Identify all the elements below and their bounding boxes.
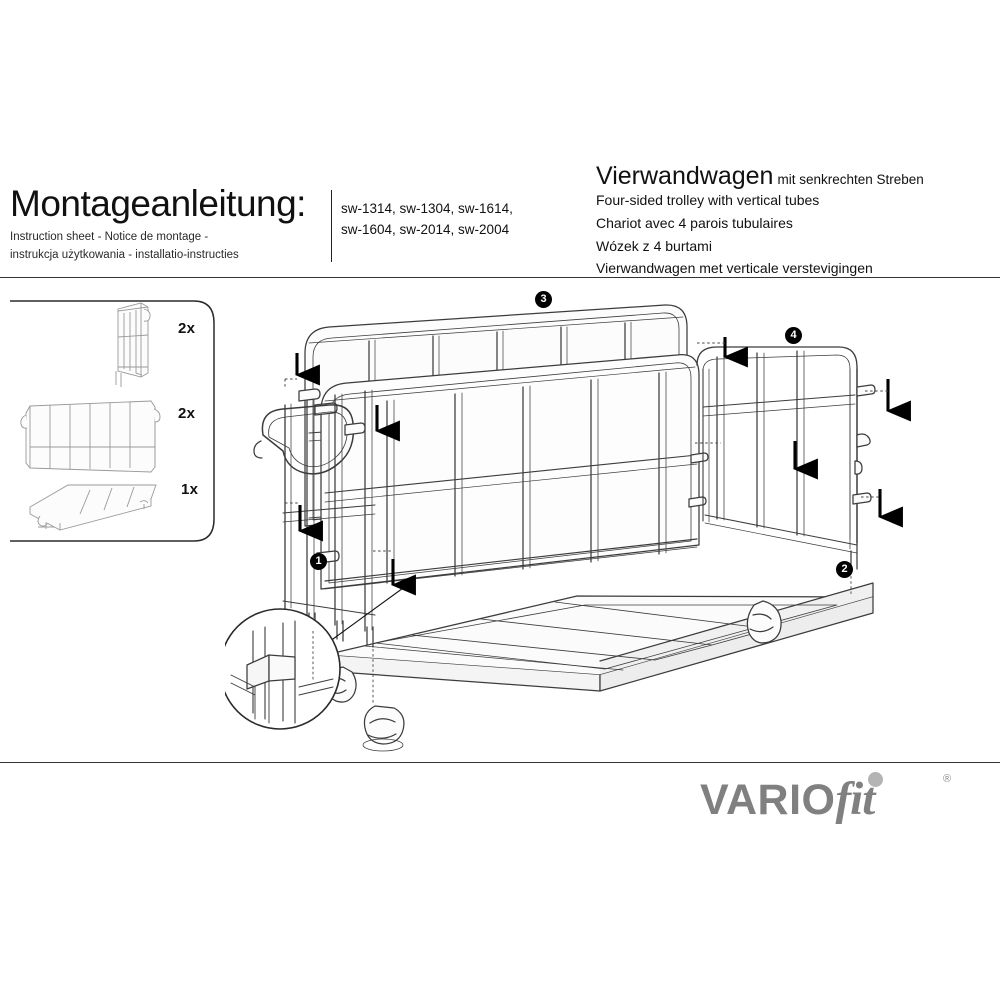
product-line-fr: Chariot avec 4 parois tubulaires	[596, 214, 793, 231]
assembly-arrows	[295, 337, 911, 596]
title-block: Montageanleitung: Instruction sheet - No…	[10, 185, 330, 265]
header-rule	[0, 277, 1000, 278]
end-panel-left	[253, 388, 376, 648]
parts-list-box	[10, 300, 215, 542]
callout-badge-2: 2	[836, 561, 853, 578]
model-numbers-line-2: sw-1604, sw-2014, sw-2004	[341, 221, 510, 237]
trolley-assembly-diagram	[225, 304, 911, 752]
caster-rear-right	[746, 600, 782, 644]
model-numbers-line-1: sw-1314, sw-1304, sw-1614,	[341, 201, 513, 216]
logo-wordmark: VARIOfit ®	[700, 772, 970, 824]
subtitle-block: Instruction sheet - Notice de montage - …	[10, 229, 330, 265]
logo-dot	[868, 772, 883, 787]
subtitle-line-2: instrukcja użytkowania - installatio-ins…	[10, 248, 239, 261]
end-panel-right	[696, 346, 876, 570]
parts-qty-side-panel: 2x	[178, 405, 196, 422]
caster-front-center	[362, 705, 405, 752]
part-icon-end-panel	[115, 302, 151, 387]
callout-badge-3: 3	[535, 291, 552, 308]
side-panel-front	[314, 354, 709, 590]
page-title: Montageanleitung:	[10, 183, 306, 224]
product-title-subtitle: mit senkrechten Streben	[777, 172, 924, 187]
header-divider	[331, 190, 332, 262]
alignment-guides	[284, 342, 889, 703]
detail-magnifier	[225, 582, 411, 730]
header: Montageanleitung: Instruction sheet - No…	[0, 0, 1000, 277]
product-line-pl: Wózek z 4 burtami	[596, 237, 712, 254]
registered-trademark-symbol: ®	[943, 773, 952, 785]
product-line-nl: Vierwandwagen met verticale versteviging…	[596, 260, 873, 277]
footer-rule	[0, 762, 1000, 763]
parts-qty-end-panel: 2x	[178, 320, 196, 337]
logo-vario-text: VARIO	[700, 776, 836, 824]
platform-deck	[324, 582, 874, 692]
parts-qty-platform: 1x	[181, 481, 199, 498]
callout-badge-4: 4	[785, 327, 802, 344]
part-icon-platform	[29, 484, 157, 531]
part-icon-side-panel	[20, 400, 161, 473]
callout-badge-1: 1	[310, 553, 327, 570]
subtitle-line-1: Instruction sheet - Notice de montage -	[10, 231, 209, 243]
product-title: Vierwandwagen	[596, 162, 774, 190]
variofit-logo: VARIOfit ®	[700, 772, 970, 838]
product-line-en: Four-sided trolley with vertical tubes	[596, 192, 820, 209]
model-numbers: sw-1314, sw-1304, sw-1614, sw-1604, sw-2…	[341, 199, 513, 241]
